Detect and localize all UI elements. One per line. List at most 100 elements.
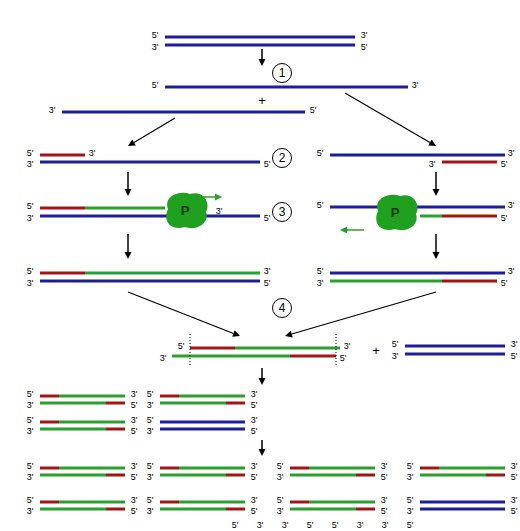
strand-end-label: 3' xyxy=(277,472,284,482)
strand-end-label: 5' xyxy=(381,472,388,482)
strand-end-label: 5' xyxy=(501,159,508,169)
strand-end-label: 5' xyxy=(131,400,138,410)
strand-end-label: 5' xyxy=(317,200,324,210)
strand-end-label: 3' xyxy=(147,506,154,516)
strand-end-label: 3' xyxy=(382,520,389,530)
arrow-head xyxy=(428,139,436,146)
flow-arrow xyxy=(435,234,437,252)
strand-end-label: 3' xyxy=(317,278,324,288)
dna-strand xyxy=(420,467,439,470)
strand-end-label: 3' xyxy=(392,351,399,361)
dna-strand xyxy=(160,395,179,398)
dna-strand xyxy=(442,215,497,218)
flow-arrow xyxy=(127,234,129,252)
dna-strand xyxy=(106,508,125,511)
strand-end-label: 3' xyxy=(407,472,414,482)
strand-end-label: 5' xyxy=(27,461,34,471)
dna-strand xyxy=(486,474,505,477)
strand-end-label: 3' xyxy=(147,472,154,482)
arrow-head xyxy=(433,189,440,196)
dna-strand xyxy=(40,207,85,210)
dna-strand xyxy=(40,280,260,283)
dna-strand xyxy=(290,508,356,511)
polymerase-label: P xyxy=(391,205,400,220)
dna-strand xyxy=(290,355,336,358)
strand-end-label: 5' xyxy=(511,472,518,482)
strand-end-label: 5' xyxy=(27,266,34,276)
polymerase-outline xyxy=(376,195,417,230)
dna-strand xyxy=(62,111,305,114)
strand-end-label: 5' xyxy=(152,30,159,40)
strand-end-label: 3' xyxy=(49,105,56,115)
strand-end-label: 5' xyxy=(392,339,399,349)
strand-end-label: 3' xyxy=(251,415,258,425)
strand-end-label: 5' xyxy=(511,351,518,361)
step-number: 4 xyxy=(279,301,286,315)
dna-strand xyxy=(356,508,375,511)
step-number: 2 xyxy=(279,151,286,165)
strand-end-label: 3' xyxy=(152,42,159,52)
strand-end-label: 3' xyxy=(277,506,284,516)
strand-end-label: 5' xyxy=(251,472,258,482)
strand-end-label: 3' xyxy=(357,520,364,530)
strand-end-label: 3' xyxy=(251,495,258,505)
strand-end-label: 3' xyxy=(147,426,154,436)
strand-end-label: 3' xyxy=(131,461,138,471)
dna-strand xyxy=(40,215,260,218)
arrow-head xyxy=(259,449,266,456)
dna-strand xyxy=(160,508,226,511)
dna-strand xyxy=(439,467,505,470)
strand-end-label: 5' xyxy=(27,201,34,211)
strand-end-label: 5' xyxy=(131,506,138,516)
step-number-circle: 3 xyxy=(272,202,292,222)
strand-end-label: 3' xyxy=(27,400,34,410)
strand-end-label: 3' xyxy=(131,415,138,425)
strand-end-label: 5' xyxy=(178,341,185,351)
strand-end-label: 3' xyxy=(131,495,138,505)
dna-strand xyxy=(59,467,125,470)
strand-end-label: 5' xyxy=(131,472,138,482)
dna-strand xyxy=(59,395,125,398)
plus-sign: + xyxy=(258,94,266,108)
cut-marker xyxy=(336,334,337,366)
strand-end-label: 3' xyxy=(511,339,518,349)
dna-strand xyxy=(59,501,125,504)
strand-end-label: 5' xyxy=(277,461,284,471)
strand-end-label: 5' xyxy=(264,278,271,288)
dna-strand xyxy=(165,86,408,89)
dna-strand xyxy=(160,421,245,424)
dna-strand xyxy=(190,347,235,350)
strand-end-label: 5' xyxy=(251,400,258,410)
strand-end-label: 3' xyxy=(282,520,289,530)
strand-end-label: 5' xyxy=(147,389,154,399)
dna-strand xyxy=(405,353,505,356)
dna-strand xyxy=(442,280,497,283)
strand-end-label: 3' xyxy=(344,341,351,351)
strand-end-label: 3' xyxy=(147,400,154,410)
dna-strand xyxy=(165,44,355,47)
dna-strand xyxy=(309,467,375,470)
strand-end-label: 3' xyxy=(89,148,96,158)
dna-strand xyxy=(59,421,125,424)
dna-strand xyxy=(330,154,505,157)
arrow-head xyxy=(128,139,136,146)
dna-strand xyxy=(160,428,245,431)
flow-arrow xyxy=(134,118,175,142)
strand-end-label: 3' xyxy=(511,461,518,471)
arrow-head xyxy=(259,378,266,385)
strand-end-label: 3' xyxy=(361,30,368,40)
arrow-head xyxy=(285,331,293,338)
strand-end-label: 5' xyxy=(501,278,508,288)
flow-arrow xyxy=(128,292,233,333)
arrow-head xyxy=(340,227,347,234)
step-number: 3 xyxy=(279,205,286,219)
strand-end-label: 5' xyxy=(27,495,34,505)
dna-strand xyxy=(226,402,245,405)
dna-strand xyxy=(290,467,309,470)
polymerase-outline xyxy=(166,193,207,228)
flow-arrow xyxy=(261,440,263,449)
strand-end-label: 5' xyxy=(340,353,347,363)
strand-end-label: 5' xyxy=(264,159,271,169)
dna-strand xyxy=(160,474,226,477)
strand-end-label: 3' xyxy=(257,520,264,530)
